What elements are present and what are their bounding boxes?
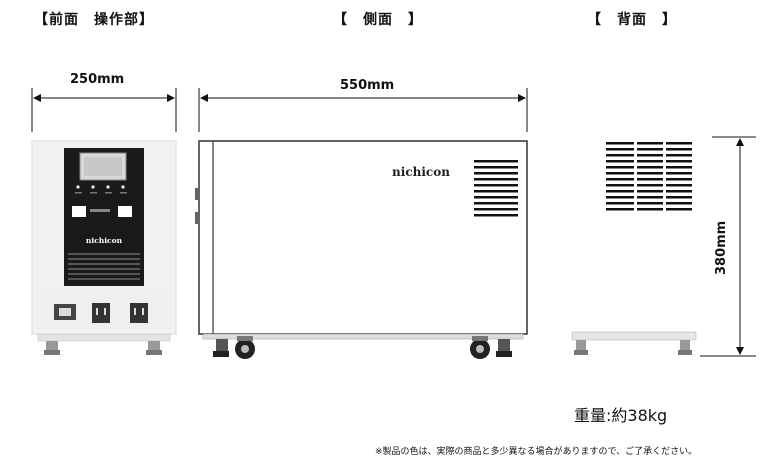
back-view-heading: 【 背面 】 [587,12,677,28]
side-brand: nichicon [392,165,450,179]
front-panel-heading: 【前面 操作部】 [34,12,154,28]
color-disclaimer: ※製品の色は、実際の商品と多少異なる場合がありますので、ご了承ください。 [375,447,698,457]
front-view: nichicon [31,140,177,355]
side-width-label: 550mm [340,78,395,93]
front-panel-brand: nichicon [86,236,123,245]
side-width-dimension-line [198,88,528,132]
back-vent [606,142,692,211]
height-dimension-line [700,136,756,357]
weight-label: 重量:約38kg [574,406,668,425]
back-view [571,142,697,355]
side-view-heading: 【 側面 】 [333,12,423,28]
front-width-label: 250mm [70,72,125,87]
front-width-dimension-line [31,88,177,132]
side-vent [474,160,518,217]
outlet-left-icon [92,303,110,323]
outlet-right-icon [130,303,148,323]
side-view: nichicon [195,140,528,359]
